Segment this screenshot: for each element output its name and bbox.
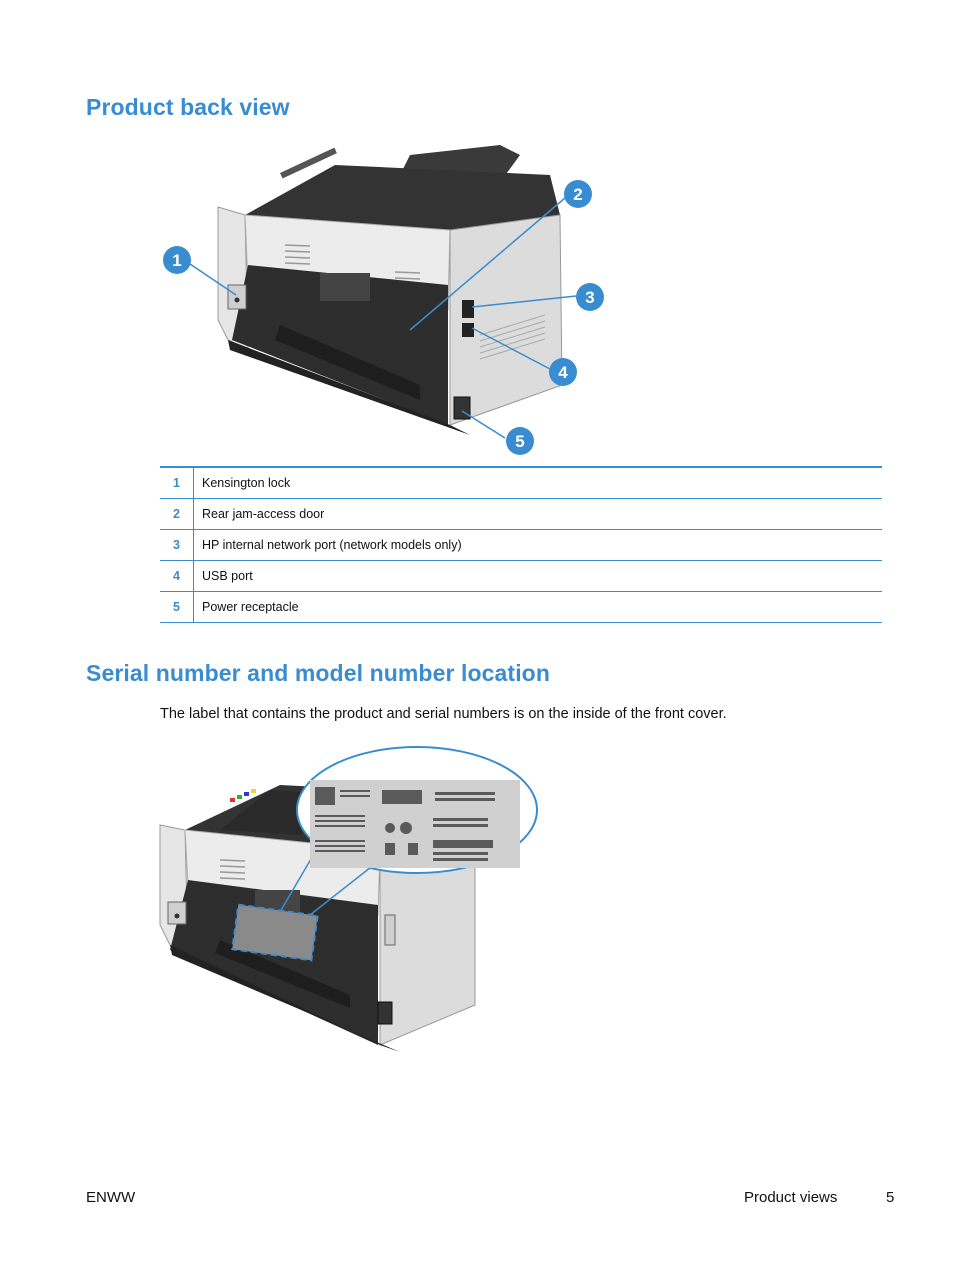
callout-2-marker: 2 xyxy=(573,185,582,204)
callout-label: HP internal network port (network models… xyxy=(193,529,882,561)
table-row: 4 USB port xyxy=(160,560,882,592)
callout-label: Power receptacle xyxy=(193,591,882,623)
footer-page-number: 5 xyxy=(886,1189,895,1206)
footer-document-id: ENWW xyxy=(86,1189,136,1206)
table-row: 1 Kensington lock xyxy=(160,467,882,499)
table-row: 2 Rear jam-access door xyxy=(160,498,882,530)
callout-number: 5 xyxy=(160,591,194,623)
printer-back-view-illustration: 1 2 3 4 5 xyxy=(163,145,604,455)
callout-label: USB port xyxy=(193,560,882,592)
table-row: 3 HP internal network port (network mode… xyxy=(160,529,882,561)
section-title-product-back-view: Product back view xyxy=(86,94,290,120)
callout-markers xyxy=(163,180,604,455)
callout-number: 2 xyxy=(160,498,194,530)
callout-label: Kensington lock xyxy=(193,467,882,499)
callout-label: Rear jam-access door xyxy=(193,498,882,530)
callout-number: 3 xyxy=(160,529,194,561)
serial-label-paragraph: The label that contains the product and … xyxy=(160,706,727,722)
callout-4-marker: 4 xyxy=(558,363,568,382)
callout-table: 1 Kensington lock 2 Rear jam-access door… xyxy=(160,466,882,623)
section-title-serial-number-location: Serial number and model number location xyxy=(86,660,550,686)
callout-number: 1 xyxy=(160,467,194,499)
callout-number: 4 xyxy=(160,560,194,592)
footer-section-name: Product views xyxy=(744,1189,838,1206)
printer-serial-label-illustration xyxy=(159,746,538,1052)
callout-3-marker: 3 xyxy=(585,288,594,307)
callout-1-marker: 1 xyxy=(172,251,181,270)
callout-5-marker: 5 xyxy=(515,432,524,451)
table-row: 5 Power receptacle xyxy=(160,591,882,623)
